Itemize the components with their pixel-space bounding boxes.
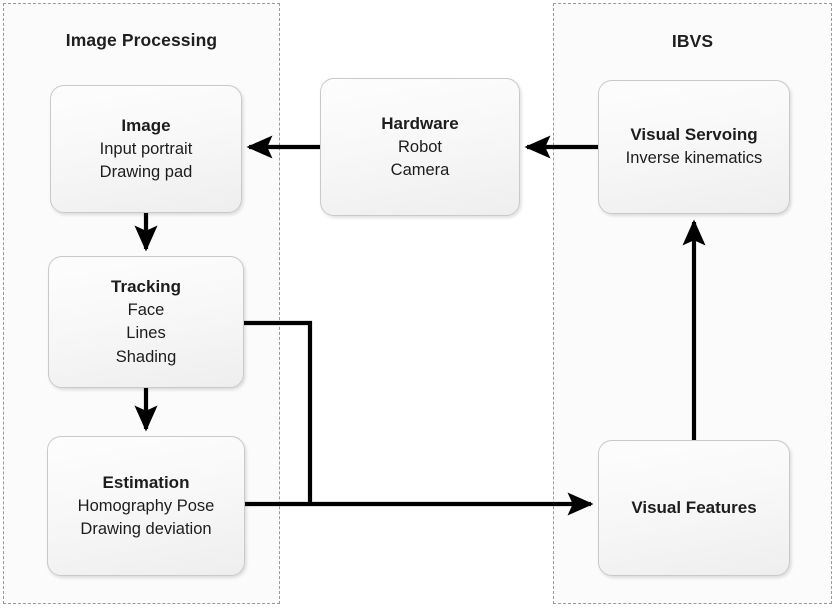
- node-image-title: Image: [121, 115, 171, 135]
- node-tracking-line-2: Lines: [126, 324, 166, 343]
- node-estimation-title: Estimation: [102, 472, 190, 492]
- node-visual-features-title: Visual Features: [631, 497, 757, 517]
- node-tracking-line-1: Face: [127, 300, 165, 319]
- node-image-line-2: Drawing pad: [99, 163, 193, 182]
- node-hardware-line-2: Camera: [390, 161, 450, 180]
- node-estimation-line-1: Homography Pose: [77, 496, 215, 515]
- group-image-processing-title: Image Processing: [65, 30, 218, 50]
- node-visual-servoing[interactable]: Visual Servoing Inverse kinematics: [598, 80, 790, 214]
- node-hardware-title: Hardware: [381, 113, 459, 133]
- node-tracking[interactable]: Tracking Face Lines Shading: [48, 256, 244, 388]
- node-visual-features[interactable]: Visual Features: [598, 440, 790, 576]
- node-tracking-line-3: Shading: [115, 347, 177, 366]
- node-estimation-line-2: Drawing deviation: [80, 520, 212, 539]
- node-image[interactable]: Image Input portrait Drawing pad: [50, 85, 242, 213]
- node-image-line-1: Input portrait: [99, 139, 193, 158]
- node-visual-servoing-line-1: Inverse kinematics: [625, 149, 763, 168]
- node-hardware-line-1: Robot: [397, 137, 443, 156]
- node-visual-servoing-title: Visual Servoing: [630, 125, 758, 145]
- node-tracking-title: Tracking: [111, 276, 181, 296]
- node-hardware[interactable]: Hardware Robot Camera: [320, 78, 520, 216]
- node-estimation[interactable]: Estimation Homography Pose Drawing devia…: [47, 436, 245, 576]
- group-ibvs-title: IBVS: [671, 31, 714, 51]
